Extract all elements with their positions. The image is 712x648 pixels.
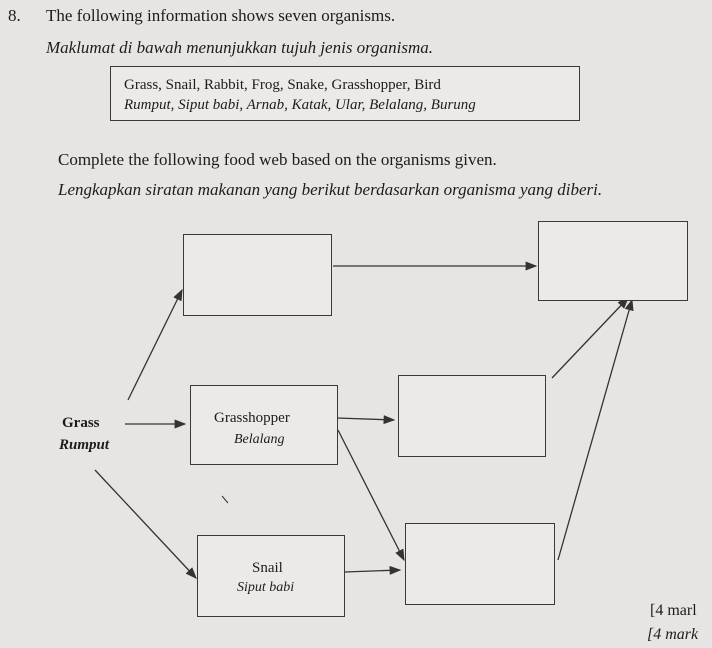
answer-box-middle-right[interactable] xyxy=(398,375,546,457)
snail-box xyxy=(197,535,345,617)
grasshopper-label-en: Grasshopper xyxy=(214,410,290,426)
grasshopper-label-my: Belalang xyxy=(234,432,285,447)
question-number: 8. xyxy=(8,6,21,25)
arrow-grass-snail xyxy=(94,469,197,579)
instruction-en: Complete the following food web based on… xyxy=(58,150,497,169)
snail-label-my: Siput babi xyxy=(237,580,295,595)
marks-label: [4 marl xyxy=(650,602,697,619)
snail-label-en: Snail xyxy=(252,560,283,576)
arrow-grass-topbox xyxy=(127,288,183,401)
grass-label-en: Grass xyxy=(62,415,100,431)
grasshopper-box xyxy=(190,385,338,465)
organism-list-box xyxy=(110,66,580,121)
marks-label-repeat: [4 mark xyxy=(647,626,699,643)
answer-box-top[interactable] xyxy=(183,234,332,316)
arrow-bottombox-toprightbox xyxy=(557,298,634,561)
pencil-tick-mark xyxy=(221,495,229,504)
answer-box-bottom-right[interactable] xyxy=(405,523,555,605)
instruction-my: Lengkapkan siratan makanan yang berikut … xyxy=(58,180,603,199)
arrow-grasshopper-bottombox xyxy=(337,429,405,562)
grass-label-my: Rumput xyxy=(59,437,110,453)
organism-list-my: Rumput, Siput babi, Arnab, Katak, Ular, … xyxy=(124,97,476,113)
arrow-snail-bottombox xyxy=(344,565,402,575)
arrow-grasshopper-midbox xyxy=(336,415,396,425)
organism-list-en: Grass, Snail, Rabbit, Frog, Snake, Grass… xyxy=(124,77,441,93)
answer-box-top-right[interactable] xyxy=(538,221,688,301)
arrow-midbox-toprightbox xyxy=(551,297,629,379)
question-text-en: The following information shows seven or… xyxy=(46,6,396,25)
question-text-my: Maklumat di bawah menunjukkan tujuh jeni… xyxy=(46,38,434,57)
